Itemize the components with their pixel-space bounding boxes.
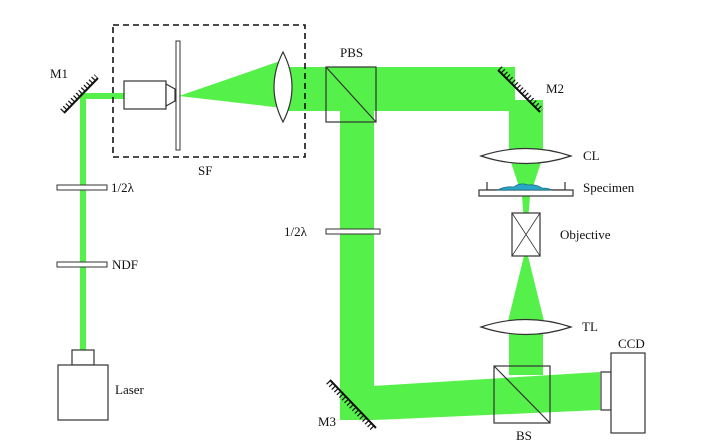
specimen-sample	[496, 183, 553, 191]
mirror-m3: M3	[318, 379, 377, 432]
spatial-filter: SF	[112, 24, 306, 178]
beam-m2-to-cl	[509, 100, 543, 156]
laser-source: Laser	[57, 349, 145, 421]
tl-label: TL	[582, 319, 598, 334]
objective-label: Objective	[560, 227, 611, 242]
beam-m1-to-objective	[80, 93, 126, 99]
sf-dashed-box	[112, 24, 306, 158]
pbs-label: PBS	[340, 45, 363, 60]
beam-pbs-to-m3	[340, 110, 374, 412]
ndf-label: NDF	[112, 257, 138, 272]
ccd-sensor	[600, 371, 612, 411]
beam-splitter: BS	[493, 365, 551, 443]
half-wave-1-label: 1/2λ	[111, 180, 135, 195]
half-wave-plate-1: 1/2λ	[56, 180, 135, 195]
laser-aperture	[71, 349, 95, 366]
sf-pinhole	[175, 40, 181, 151]
condenser-lens: CL	[479, 147, 600, 165]
sf-label: SF	[198, 163, 212, 178]
half-wave-2-label: 1/2λ	[284, 224, 308, 239]
m2-label: M2	[546, 81, 564, 96]
sf-objective-body	[123, 80, 167, 110]
beam-cone-pinhole	[179, 60, 283, 108]
specimen-stage: Specimen	[478, 180, 635, 197]
beam-collimated-top	[283, 67, 515, 111]
specimen-label: Specimen	[583, 180, 635, 195]
ccd-camera: CCD	[600, 336, 646, 434]
beam-m3-to-ccd	[340, 372, 600, 420]
sf-collimating-lens	[273, 50, 293, 124]
tube-lens: TL	[479, 318, 598, 336]
specimen-slide	[478, 189, 574, 197]
cl-label: CL	[583, 148, 600, 163]
laser-body	[57, 364, 109, 421]
half-wave-plate-2: 1/2λ	[284, 224, 381, 239]
sf-objective-tip	[165, 82, 176, 108]
pbs-cube: PBS	[325, 45, 377, 123]
beam-vertical-laser	[80, 95, 86, 350]
m3-label: M3	[318, 414, 336, 429]
ccd-label: CCD	[618, 336, 645, 351]
ccd-body	[610, 352, 646, 434]
beam-objective-to-tl	[507, 256, 545, 325]
microscope-objective: Objective	[511, 212, 611, 257]
bs-label: BS	[516, 428, 532, 443]
laser-label: Laser	[115, 382, 145, 397]
ndf-filter: NDF	[56, 257, 138, 272]
m1-label: M1	[50, 66, 68, 81]
mirror-m2: M2	[497, 66, 564, 113]
beam-cl-to-specimen	[509, 156, 543, 196]
mirror-m1: M1	[50, 66, 99, 114]
